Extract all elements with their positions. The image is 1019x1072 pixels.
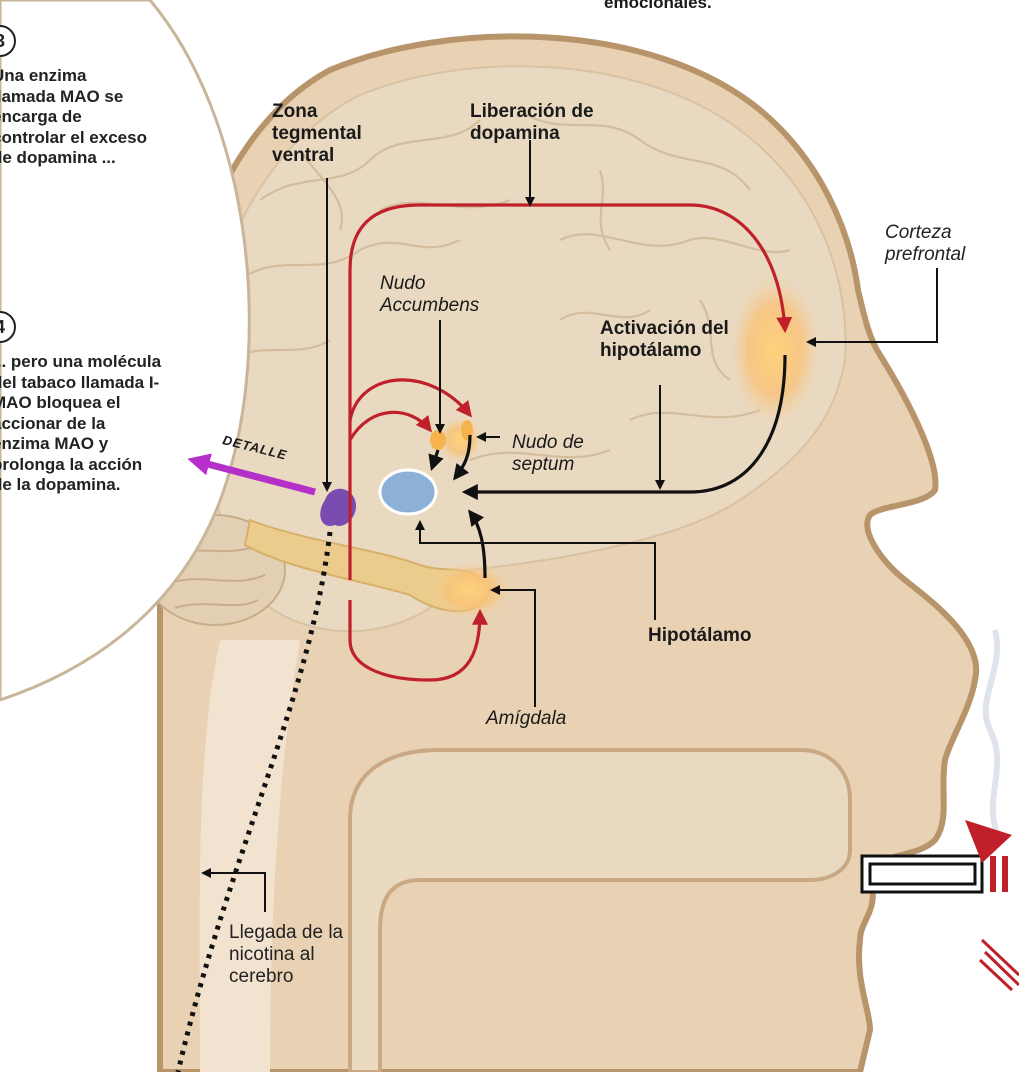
label-nucleus-accumbens: Nudo Accumbens <box>380 273 500 317</box>
label-hypothalamus: Hipotálamo <box>648 625 751 647</box>
step-3-text: Una enzima llamada MAO se encarga de con… <box>0 66 152 169</box>
step-4-text: ... pero una molécula del tabaco llamada… <box>0 352 162 496</box>
smoke <box>986 630 1000 840</box>
label-amygdala: Amígdala <box>486 708 566 730</box>
nucleus-accumbens-body <box>380 470 436 514</box>
label-dopamine-release: Liberación de dopamina <box>470 101 640 145</box>
accumbens-node <box>430 430 446 450</box>
label-vta: Zona tegmental ventral <box>272 101 402 167</box>
label-nicotine-arrival: Llegada de la nicotina al cerebro <box>229 922 347 988</box>
smoke-inhale-arrow <box>965 820 1019 990</box>
cigarette <box>862 856 1008 892</box>
label-hypothalamus-activation: Activación del hipotálamo <box>600 318 750 362</box>
label-prefrontal-cortex: Corteza prefrontal <box>885 222 1015 266</box>
label-septum: Nudo de septum <box>512 432 612 476</box>
top-caption-fragment: emocionales. <box>604 0 712 14</box>
